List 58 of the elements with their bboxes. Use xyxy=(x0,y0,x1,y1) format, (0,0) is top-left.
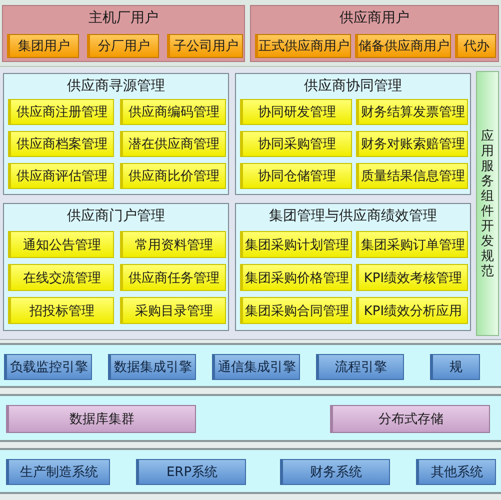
module-group-panel xyxy=(3,73,229,195)
module-group-panel xyxy=(3,203,229,331)
layer-band xyxy=(0,448,501,494)
module-tile: 在线交流管理 xyxy=(8,264,114,291)
user-type-tile: 正式供应商用户 xyxy=(255,34,351,58)
side-panel xyxy=(476,71,499,336)
user-type-tile: 代办 xyxy=(455,34,496,58)
user-type-tile: 子公司用户 xyxy=(167,34,243,58)
layer-band xyxy=(0,394,501,442)
module-tile: 供应商编码管理 xyxy=(120,99,226,125)
vertical-label: 应用服务组件开发规范 xyxy=(480,128,494,278)
module-tile: 常用资料管理 xyxy=(120,231,226,258)
module-tile: 集团采购合同管理 xyxy=(240,297,352,324)
system-tile: 其他系统 xyxy=(416,459,496,485)
layer-band xyxy=(0,343,501,388)
module-tile: KPI绩效考核管理 xyxy=(356,264,468,291)
module-tile: 潜在供应商管理 xyxy=(120,131,226,157)
panel-heading: 主机厂用户 xyxy=(88,10,158,26)
module-tile: 供应商注册管理 xyxy=(8,99,114,125)
module-tile: 供应商比价管理 xyxy=(120,163,226,189)
system-tile: 生产制造系统 xyxy=(6,459,110,485)
module-group-panel xyxy=(235,203,471,331)
storage-tile: 数据库集群 xyxy=(6,405,196,433)
module-tile: 财务对账索赔管理 xyxy=(356,131,468,157)
module-tile: 集团采购价格管理 xyxy=(240,264,352,291)
storage-tile: 分布式存储 xyxy=(330,405,490,433)
panel-heading: 供应商用户 xyxy=(340,10,410,26)
system-tile: ERP系统 xyxy=(136,459,246,485)
module-tile: 集团采购计划管理 xyxy=(240,231,352,258)
module-tile: KPI绩效分析应用 xyxy=(356,297,468,324)
engine-tile: 通信集成引擎 xyxy=(212,354,300,380)
module-tile: 集团采购订单管理 xyxy=(356,231,468,258)
user-group-panel xyxy=(2,5,245,62)
user-group-panel xyxy=(250,5,499,62)
module-tile: 协同仓储管理 xyxy=(240,163,352,189)
panel-heading: 供应商门户管理 xyxy=(67,208,165,224)
module-tile: 财务结算发票管理 xyxy=(356,99,468,125)
user-type-tile: 储备供应商用户 xyxy=(355,34,451,58)
module-tile: 协同研发管理 xyxy=(240,99,352,125)
user-type-tile: 分厂用户 xyxy=(87,34,159,58)
module-group-panel xyxy=(235,73,471,195)
module-tile: 供应商评估管理 xyxy=(8,163,114,189)
module-tile: 协同采购管理 xyxy=(240,131,352,157)
module-tile: 招投标管理 xyxy=(8,297,114,324)
engine-tile: 负载监控引擎 xyxy=(4,354,92,380)
engine-tile: 流程引擎 xyxy=(316,354,404,380)
panel-heading: 供应商协同管理 xyxy=(304,78,402,94)
module-tile: 供应商任务管理 xyxy=(120,264,226,291)
module-tile: 通知公告管理 xyxy=(8,231,114,258)
engine-tile: 规 xyxy=(430,354,480,380)
panel-heading: 集团管理与供应商绩效管理 xyxy=(269,208,437,224)
engine-tile: 数据集成引擎 xyxy=(108,354,196,380)
panel-heading: 供应商寻源管理 xyxy=(67,78,165,94)
user-type-tile: 集团用户 xyxy=(7,34,79,58)
system-tile: 财务系统 xyxy=(280,459,390,485)
module-tile: 采购目录管理 xyxy=(120,297,226,324)
module-tile: 质量结果信息管理 xyxy=(356,163,468,189)
module-tile: 供应商档案管理 xyxy=(8,131,114,157)
